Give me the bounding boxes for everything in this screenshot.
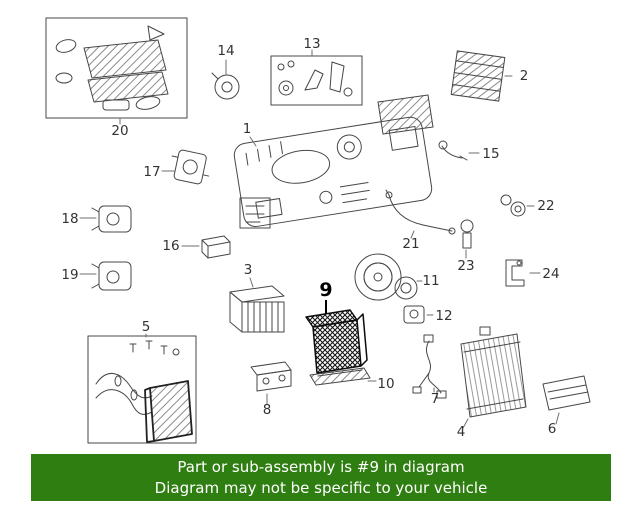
part-label-15: 15 — [482, 146, 499, 162]
part-label-21: 21 — [402, 236, 419, 252]
part-4-drawing — [460, 326, 527, 429]
part-8-drawing — [250, 361, 292, 405]
part-10-drawing — [309, 367, 377, 386]
part-13-drawing — [270, 49, 363, 106]
part-3-drawing — [229, 277, 285, 333]
part-label-16: 16 — [162, 238, 179, 254]
part-label-3: 3 — [244, 262, 253, 278]
part-label-8: 8 — [263, 402, 272, 418]
part-label-4: 4 — [457, 424, 466, 440]
part-label-22: 22 — [537, 198, 554, 214]
part-17-drawing — [161, 149, 210, 185]
part-label-19: 19 — [61, 267, 78, 283]
part-19-drawing — [79, 261, 132, 291]
part-label-24: 24 — [542, 266, 559, 282]
part-5-drawing — [87, 333, 197, 444]
part-label-1: 1 — [243, 121, 252, 137]
part-label-12: 12 — [435, 308, 452, 324]
part-12-drawing — [403, 305, 434, 324]
banner-line-1: Part or sub-assembly is #9 in diagram — [177, 458, 465, 476]
part-label-17: 17 — [143, 164, 160, 180]
part-21-drawing — [385, 189, 456, 239]
part-label-23: 23 — [457, 258, 474, 274]
part-24-drawing — [505, 259, 541, 287]
part-16-drawing — [181, 235, 231, 259]
part-6-drawing — [542, 375, 591, 425]
part-label-9-highlighted: 9 — [319, 279, 332, 301]
part-labels: 1 2 3 4 5 6 7 8 9 10 11 12 13 14 15 16 1… — [61, 36, 559, 440]
info-banner: Part or sub-assembly is #9 in diagram Di… — [31, 454, 611, 501]
part-14-drawing — [211, 59, 240, 100]
part-11-drawing — [354, 253, 423, 301]
part-label-13: 13 — [303, 36, 320, 52]
part-23-drawing — [460, 219, 474, 259]
part-18-drawing — [79, 205, 132, 233]
part-22-drawing — [500, 194, 535, 217]
part-7-drawing — [412, 334, 447, 399]
banner-line-2: Diagram may not be specific to your vehi… — [154, 479, 488, 497]
part-label-6: 6 — [548, 421, 557, 437]
part-15-drawing — [438, 140, 480, 161]
part-label-20: 20 — [111, 123, 128, 139]
part-2-drawing — [450, 50, 513, 102]
part-label-11: 11 — [422, 273, 439, 289]
part-label-5: 5 — [142, 319, 151, 335]
part-label-2: 2 — [520, 68, 529, 84]
part-label-18: 18 — [61, 211, 78, 227]
part-9-drawing-highlighted — [305, 300, 368, 374]
part-20-drawing — [45, 17, 188, 125]
part-label-14: 14 — [217, 43, 234, 59]
part-1-drawing — [233, 94, 434, 229]
part-label-7: 7 — [431, 391, 440, 407]
part-label-10: 10 — [377, 376, 394, 392]
